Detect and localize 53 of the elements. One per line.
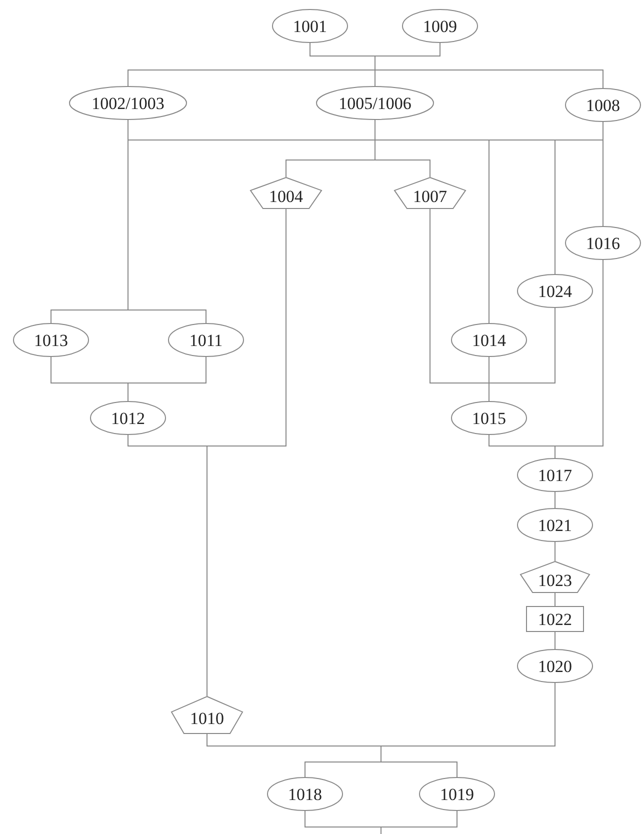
ellipse-node [451, 401, 527, 435]
ellipse-node [517, 458, 593, 492]
node-label: 1008 [586, 96, 620, 114]
node-label: 1011 [189, 332, 223, 348]
node-label: 1007 [413, 188, 447, 204]
ellipse-node [168, 323, 244, 357]
pentagon-node [171, 696, 243, 734]
node-label: 1015 [472, 410, 506, 426]
node-label: 1009 [423, 18, 457, 34]
connector-line [488, 308, 556, 402]
connector-line [554, 260, 604, 458]
ellipse-node [316, 86, 434, 120]
node-label: 1024 [538, 282, 572, 300]
pentagon-node [250, 177, 322, 209]
node-label: 1021 [538, 516, 572, 534]
ellipse-node [402, 9, 478, 43]
ellipse-node [451, 323, 527, 357]
connector-line [380, 810, 458, 834]
node-label: 1022 [538, 610, 572, 628]
ellipse-node [565, 88, 641, 122]
ellipse-node [13, 323, 89, 357]
connector-line [554, 632, 556, 650]
connector-line [128, 356, 206, 402]
node-label: 1019 [440, 786, 474, 802]
ellipse-node [90, 401, 166, 435]
node-label: 1012 [111, 410, 145, 426]
node-label: 1002/1003 [92, 94, 164, 112]
node-label: 1013 [34, 332, 68, 348]
ellipse-node [69, 86, 187, 120]
ellipse-node [517, 649, 593, 683]
ellipse-node [272, 9, 348, 43]
node-label: 1014 [472, 332, 506, 348]
ellipse-node [517, 508, 593, 542]
rectangle-node [526, 606, 584, 632]
pentagon-node [394, 177, 466, 209]
node-label: 1017 [538, 466, 572, 484]
node-label: 1018 [288, 786, 322, 802]
ellipse-node [267, 777, 343, 811]
connector-line [602, 122, 604, 226]
node-label: 1016 [586, 234, 620, 252]
node-label: 1020 [538, 658, 572, 674]
node-label: 1005/1006 [338, 94, 412, 112]
connector-line [554, 542, 556, 562]
ellipse-node [419, 777, 495, 811]
ellipse-node [517, 274, 593, 308]
pentagon-node [520, 561, 590, 593]
connector-line [554, 492, 556, 508]
node-label: 1010 [190, 710, 224, 726]
ellipse-node [565, 226, 641, 260]
connector-line [554, 592, 556, 606]
node-label: 1023 [538, 572, 572, 588]
node-label: 1001 [293, 18, 327, 34]
node-label: 1004 [269, 188, 303, 204]
